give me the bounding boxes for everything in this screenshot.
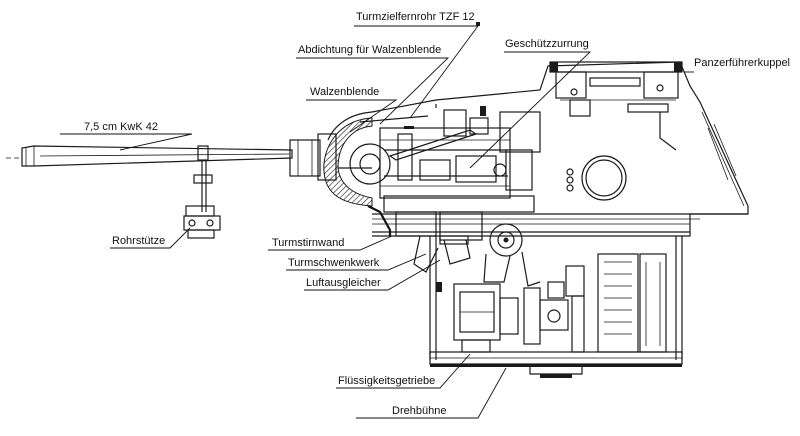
label-rohrstuetze: Rohrstütze	[112, 235, 165, 247]
mantlet	[323, 111, 429, 236]
turret-body	[371, 61, 749, 237]
barrel-support	[183, 145, 221, 239]
commanders-cupola	[549, 61, 683, 151]
turret-basket	[429, 236, 683, 378]
gun-barrel	[6, 133, 337, 181]
label-turmzielfernrohr: Turmzielfernrohr TZF 12	[356, 11, 475, 23]
label-drehbuehne: Drehbühne	[392, 405, 446, 417]
label-fluessigkeitsgetriebe: Flüssigkeitsgetriebe	[338, 375, 435, 387]
label-luftausgleicher: Luftausgleicher	[306, 277, 381, 289]
traverse-mechanism	[395, 211, 541, 287]
label-abdichtung-walzenblende: Abdichtung für Walzenblende	[298, 44, 441, 56]
label-turmschwenkwerk: Turmschwenkwerk	[288, 257, 380, 269]
leader-lines	[60, 22, 694, 419]
label-geschuetzzurrung: Geschützzurrung	[505, 38, 589, 50]
label-turmstirnwand: Turmstirnwand	[272, 237, 344, 249]
label-panzerfuehrerkuppel: Panzerführerkuppel	[694, 57, 790, 69]
breech-mechanism	[379, 106, 541, 213]
label-walzenblende: Walzenblende	[310, 86, 379, 98]
label-kwk-42: 7,5 cm KwK 42	[84, 121, 158, 133]
